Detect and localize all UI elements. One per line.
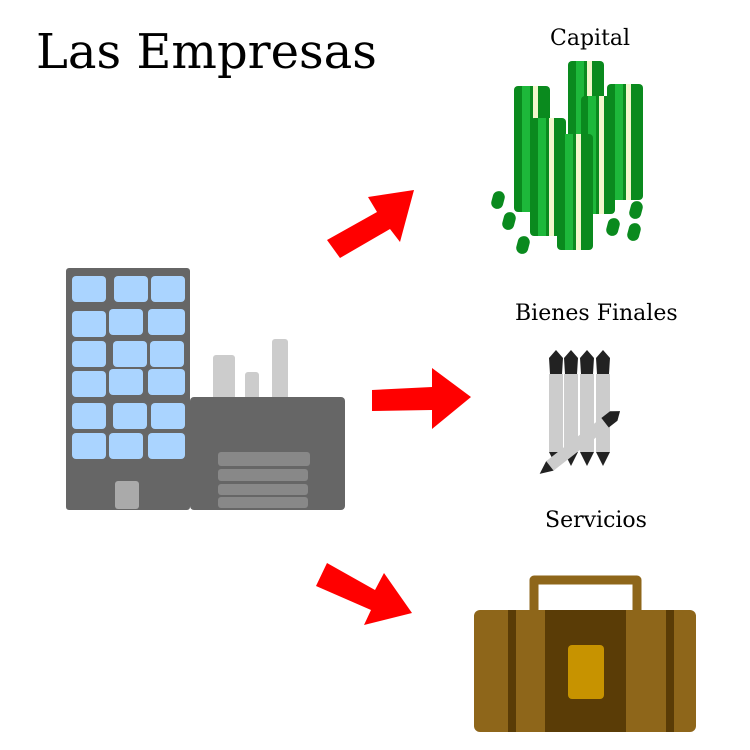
arrows — [316, 190, 471, 625]
chimney — [272, 339, 288, 400]
money-icon — [491, 61, 643, 254]
factory-shutter — [218, 452, 310, 508]
factory-building-icon — [66, 268, 345, 510]
page-title: Las Empresas — [36, 24, 377, 80]
briefcase-handle — [529, 575, 642, 612]
pen — [580, 350, 594, 466]
label-capital: Capital — [550, 26, 631, 51]
pen — [564, 350, 578, 466]
arrow-to-capital — [327, 190, 414, 258]
coins — [491, 191, 643, 254]
chimney — [245, 372, 259, 400]
money-stack — [557, 134, 593, 250]
tower-door — [115, 481, 139, 509]
arrow-to-bienes-finales — [372, 368, 471, 429]
pen — [539, 411, 621, 474]
label-servicios: Servicios — [545, 508, 647, 533]
label-bienes-finales: Bienes Finales — [515, 301, 678, 326]
briefcase-icon — [474, 575, 696, 732]
pen — [596, 350, 610, 466]
chimney — [213, 355, 235, 400]
pens-icon — [539, 350, 621, 474]
briefcase-strap — [666, 610, 674, 732]
arrow-to-servicios — [316, 563, 412, 625]
briefcase-tag — [568, 645, 604, 699]
briefcase-strap — [508, 610, 516, 732]
pen — [549, 350, 563, 466]
tower-windows — [72, 276, 185, 459]
money-stack — [607, 84, 643, 200]
